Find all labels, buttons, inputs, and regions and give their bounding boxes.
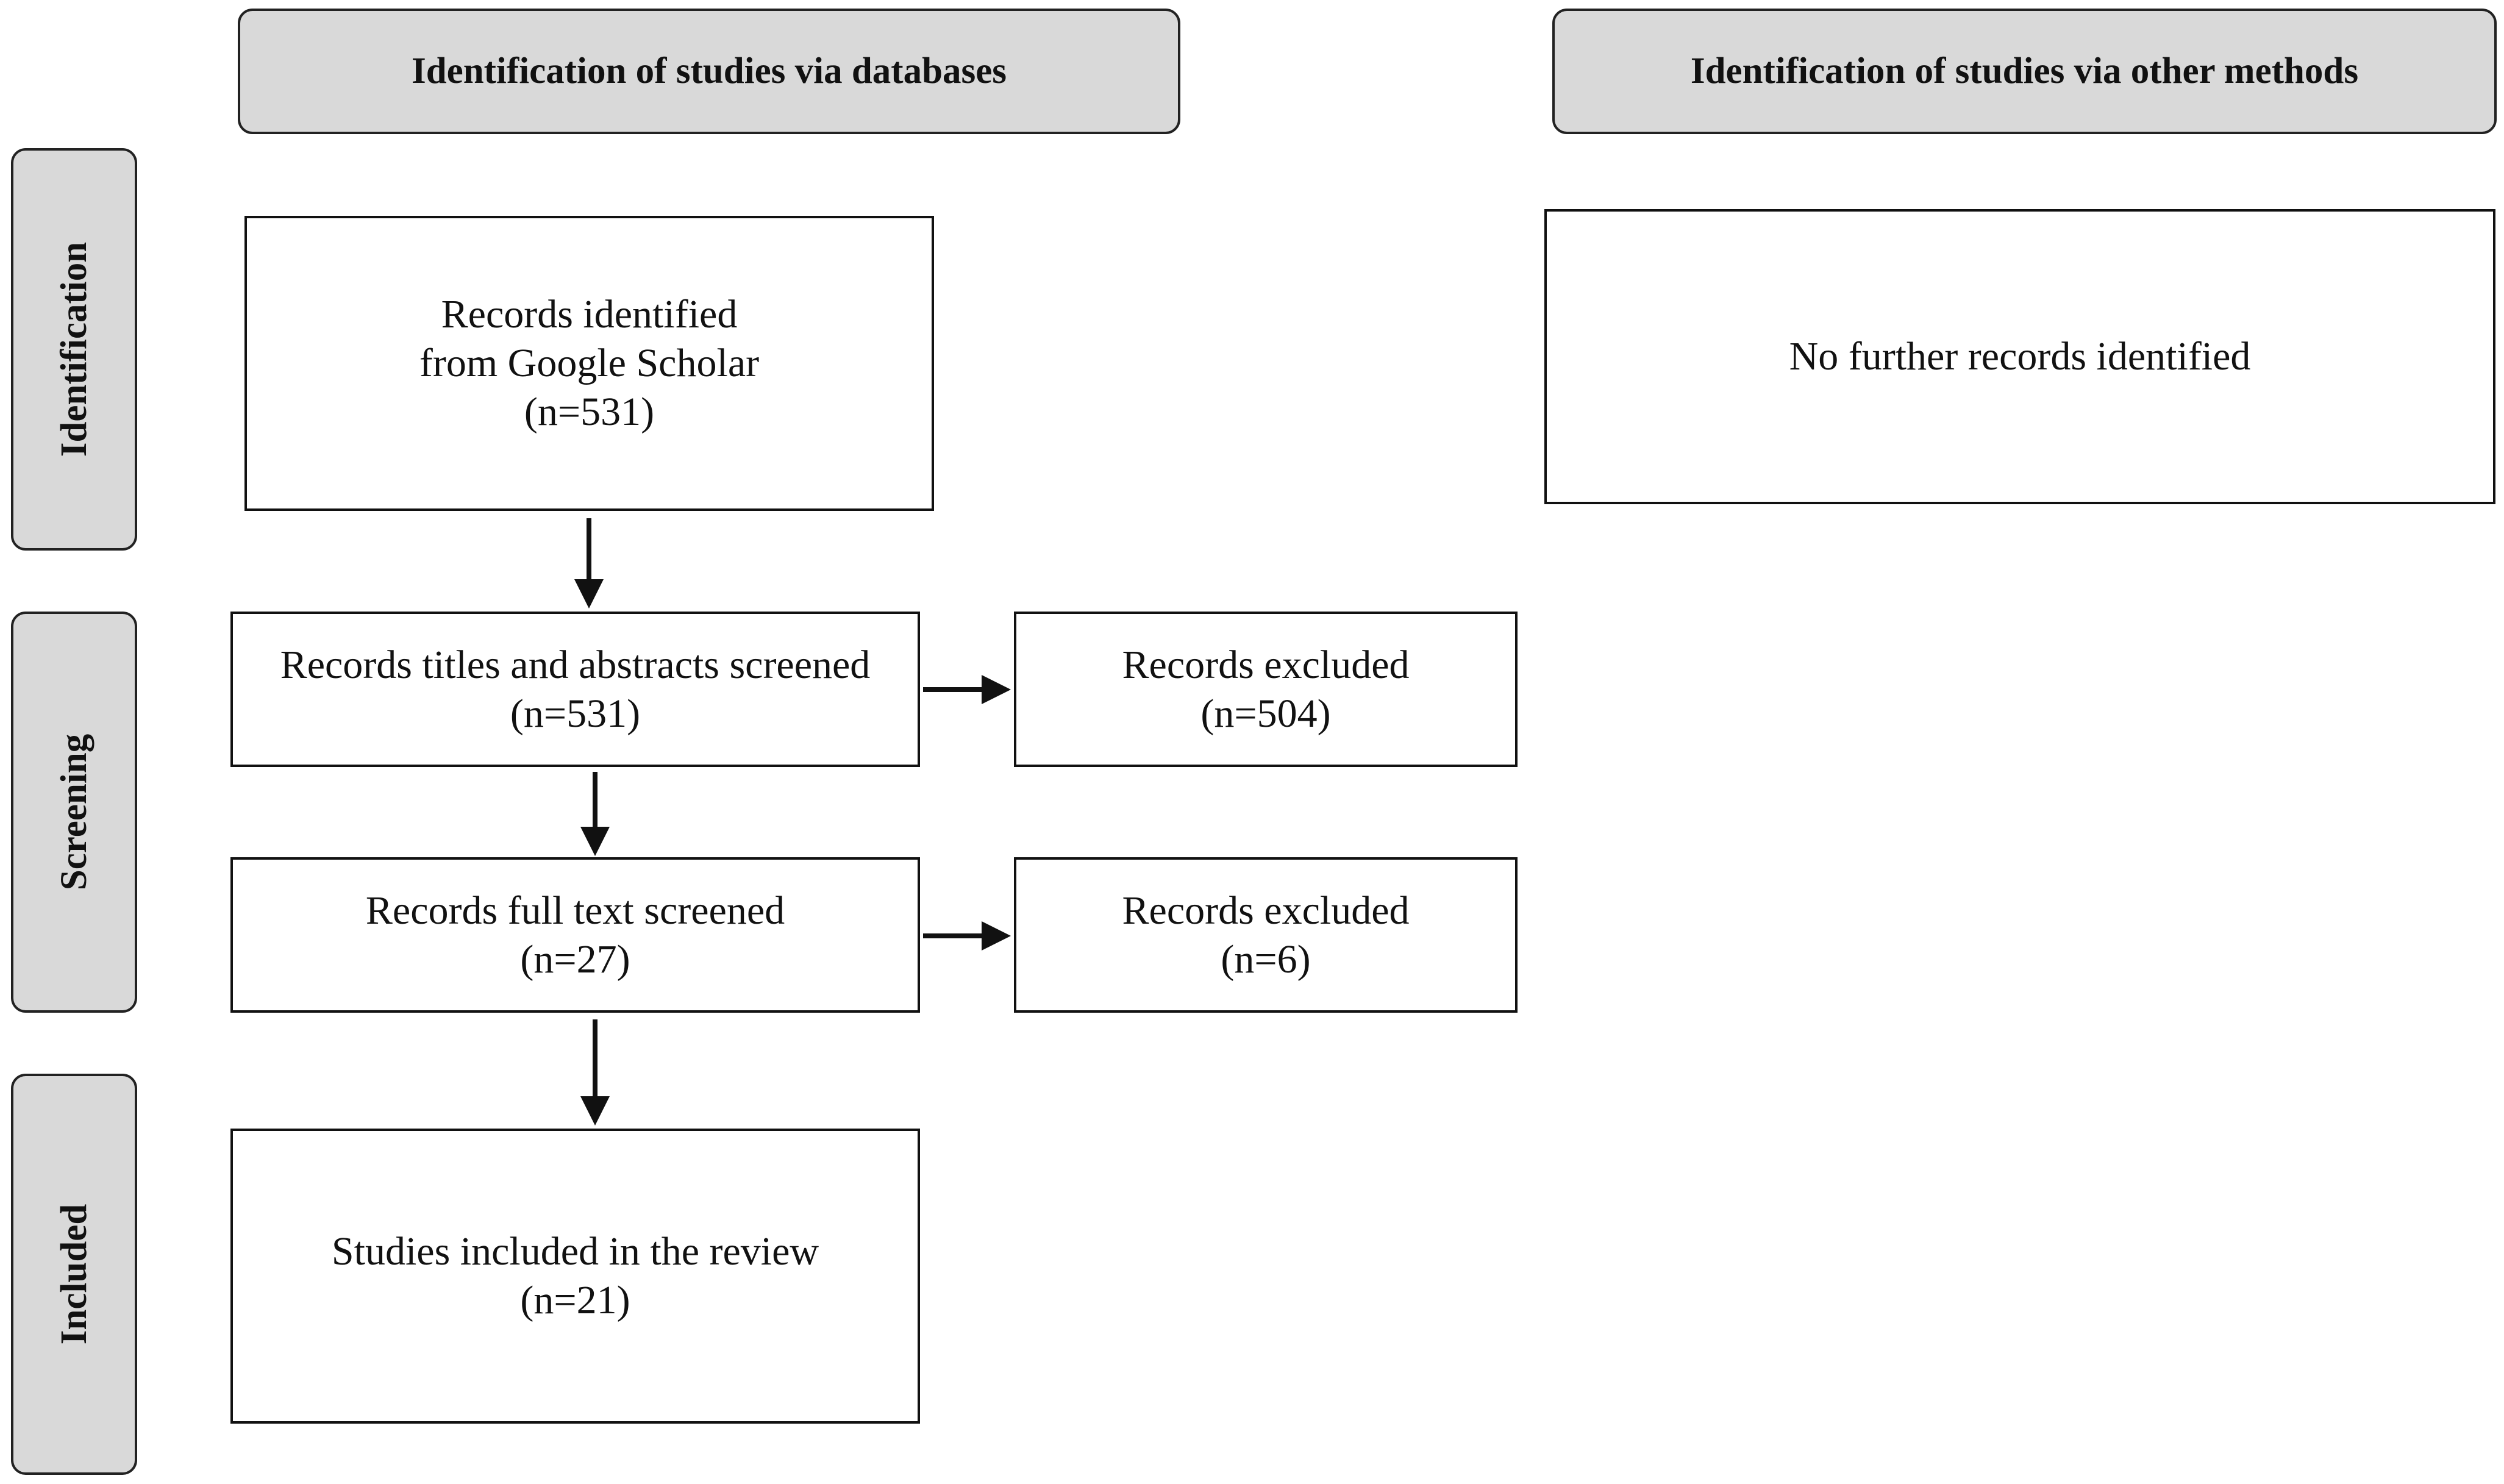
header-databases: Identification of studies via databases bbox=[238, 9, 1180, 134]
title-abstract-screened-count: (n=531) bbox=[510, 691, 641, 736]
records-excluded-box-2: Records excluded (n=6) bbox=[1014, 857, 1518, 1013]
records-excluded-2-count: (n=6) bbox=[1221, 936, 1311, 982]
records-excluded-box-1: Records excluded (n=504) bbox=[1014, 612, 1518, 767]
full-text-screened-box: Records full text screened (n=27) bbox=[230, 857, 920, 1013]
studies-included-count: (n=21) bbox=[520, 1278, 630, 1322]
phase-identification: Identification bbox=[11, 148, 137, 551]
header-other-methods-label: Identification of studies via other meth… bbox=[1690, 51, 2359, 91]
full-text-screened-line1: Records full text screened bbox=[365, 888, 785, 933]
records-excluded-1-line1: Records excluded bbox=[1122, 642, 1410, 687]
title-abstract-screened-box: Records titles and abstracts screened (n… bbox=[230, 612, 920, 767]
other-methods-box: No further records identified bbox=[1544, 209, 2495, 504]
phase-included: Included bbox=[11, 1074, 137, 1475]
title-abstract-screened-line1: Records titles and abstracts screened bbox=[280, 642, 871, 687]
other-methods-text: No further records identified bbox=[1789, 334, 2251, 379]
header-databases-label: Identification of studies via databases bbox=[411, 51, 1007, 91]
phase-screening: Screening bbox=[11, 612, 137, 1013]
studies-included-box: Studies included in the review (n=21) bbox=[230, 1129, 920, 1424]
records-identified-count: (n=531) bbox=[524, 390, 655, 434]
header-other-methods: Identification of studies via other meth… bbox=[1552, 9, 2497, 134]
records-excluded-2-line1: Records excluded bbox=[1122, 888, 1410, 933]
records-excluded-1-count: (n=504) bbox=[1200, 691, 1331, 736]
records-identified-line1: Records identified bbox=[441, 292, 738, 337]
records-identified-box: Records identified from Google Scholar (… bbox=[244, 216, 934, 511]
studies-included-line1: Studies included in the review bbox=[331, 1229, 819, 1274]
records-identified-line2: from Google Scholar bbox=[419, 341, 760, 385]
full-text-screened-count: (n=27) bbox=[520, 936, 630, 982]
